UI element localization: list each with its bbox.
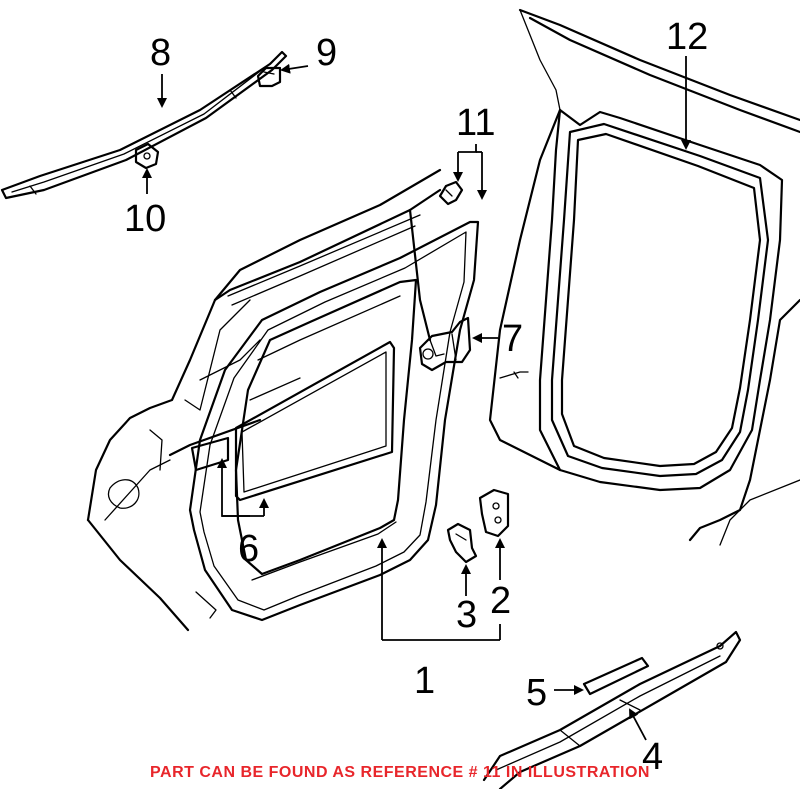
clip-part-9 (256, 66, 282, 88)
callout-3: 3 (456, 594, 478, 636)
body-opening-weatherstrip (488, 8, 800, 546)
clip-part-11 (438, 180, 464, 206)
trim-strip-part-5 (582, 656, 650, 696)
callout-7: 7 (502, 318, 524, 360)
callout-5: 5 (526, 672, 548, 714)
door-inner-frame (234, 278, 418, 581)
callout-1: 1 (414, 660, 436, 702)
hinge-part-3 (446, 522, 478, 564)
callout-6: 6 (238, 528, 260, 570)
callout-8: 8 (150, 32, 172, 74)
roof-molding-part-8 (0, 50, 288, 200)
door-check-part-7 (418, 316, 472, 372)
callout-12: 12 (666, 16, 709, 58)
leader-lines (142, 56, 691, 741)
door-seal (188, 220, 480, 622)
door-panel-insulator (190, 340, 396, 502)
callout-2: 2 (490, 580, 512, 622)
door-frame (168, 188, 442, 457)
callout-4: 4 (642, 736, 664, 778)
clip-part-10 (134, 142, 160, 170)
reference-caption: PART CAN BE FOUND AS REFERENCE # 11 IN I… (150, 764, 650, 781)
hinge-part-2 (478, 488, 510, 538)
callout-11: 11 (456, 102, 496, 144)
callout-9: 9 (316, 32, 338, 74)
callout-10: 10 (124, 198, 167, 240)
body-side-panel (86, 168, 442, 632)
